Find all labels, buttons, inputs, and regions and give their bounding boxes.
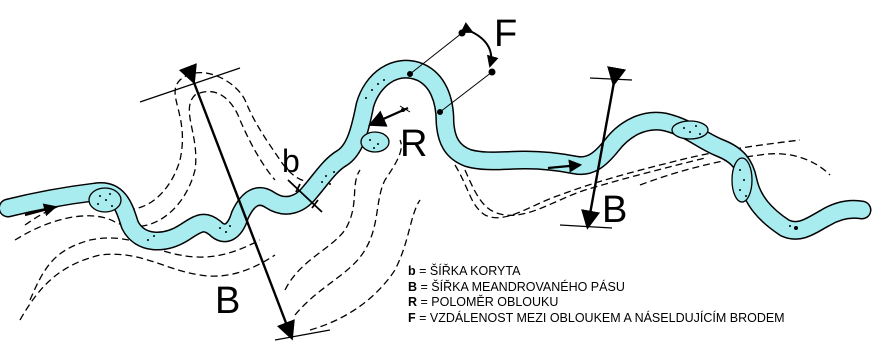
legend-row-R: R = POLOMĚR OBLOUKU bbox=[408, 295, 785, 311]
label-B-right: B bbox=[602, 189, 627, 231]
legend-row-B: B = ŠÍŘKA MEANDROVANÉHO PÁSU bbox=[408, 280, 785, 296]
legend-symbol: b bbox=[408, 264, 416, 278]
river-channel bbox=[8, 69, 862, 241]
label-b: b bbox=[282, 143, 300, 179]
legend: b = ŠÍŘKA KORYTA B = ŠÍŘKA MEANDROVANÉHO… bbox=[408, 264, 785, 326]
legend-text: POLOMĚR OBLOUKU bbox=[431, 295, 558, 309]
legend-row-F: F = VZDÁLENOST MEZI OBLOUKEM A NÁSELDUJÍ… bbox=[408, 311, 785, 327]
legend-sep: = bbox=[416, 311, 430, 325]
legend-text: VZDÁLENOST MEZI OBLOUKEM A NÁSELDUJÍCÍM … bbox=[430, 311, 785, 325]
legend-sep: = bbox=[417, 280, 431, 294]
label-F: F bbox=[494, 13, 517, 55]
legend-symbol: B bbox=[408, 280, 417, 294]
legend-text: ŠÍŘKA KORYTA bbox=[430, 264, 521, 278]
label-R: R bbox=[400, 123, 427, 165]
legend-symbol: R bbox=[408, 295, 417, 309]
legend-text: ŠÍŘKA MEANDROVANÉHO PÁSU bbox=[431, 280, 625, 294]
legend-sep: = bbox=[417, 295, 431, 309]
legend-symbol: F bbox=[408, 311, 416, 325]
legend-sep: = bbox=[416, 264, 430, 278]
label-B-left: B bbox=[215, 280, 240, 322]
legend-row-b: b = ŠÍŘKA KORYTA bbox=[408, 264, 785, 280]
bend-center-point bbox=[401, 108, 405, 112]
